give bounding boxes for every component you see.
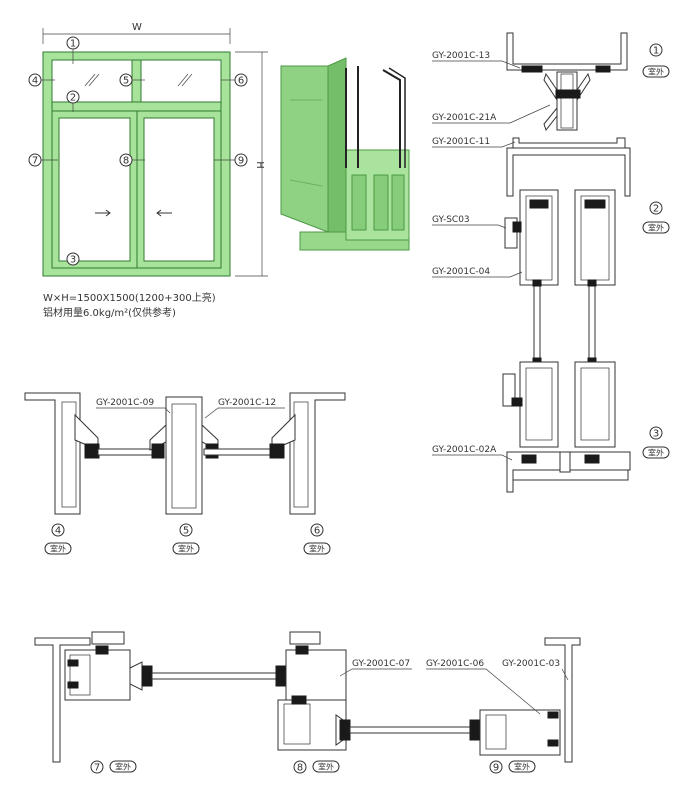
size-caption: W×H=1500X1500(1200+300上亮)	[43, 291, 216, 304]
svg-text:GY-2001C-21A: GY-2001C-21A	[432, 113, 497, 123]
elevation-marker-3: 3	[66, 252, 80, 266]
svg-text:GY-2001C-03: GY-2001C-03	[502, 659, 560, 669]
svg-text:1: 1	[653, 46, 659, 57]
svg-text:GY-2001C-13: GY-2001C-13	[432, 51, 490, 61]
elevation-marker-1: 1	[66, 36, 80, 64]
svg-text:GY-2001C-06: GY-2001C-06	[426, 659, 484, 669]
outdoor-stamp: 室外	[648, 223, 664, 233]
transom-marker-5: 5 室外	[172, 523, 200, 555]
svg-text:GY-2001C-02A: GY-2001C-02A	[432, 445, 497, 455]
svg-text:GY-SC03: GY-SC03	[432, 215, 470, 225]
svg-text:6: 6	[314, 526, 320, 537]
elevation-marker-4: 4	[28, 73, 55, 87]
svg-text:5: 5	[183, 526, 189, 537]
svg-text:GY-2001C-07: GY-2001C-07	[352, 659, 410, 669]
part-label-gy-2001c-21a: GY-2001C-21A	[432, 104, 551, 124]
svg-text:2: 2	[70, 93, 76, 104]
part-label-gy-2001c-04: GY-2001C-04	[432, 267, 523, 278]
part-label-gy-2001c-02a: GY-2001C-02A	[432, 445, 513, 461]
svg-text:GY-2001C-11: GY-2001C-11	[432, 137, 490, 147]
weight-caption: 铝材用量6.0kg/m²(仅供参考)	[43, 306, 176, 319]
part-label-gy-2001c-07: GY-2001C-07	[339, 659, 412, 677]
vertical-marker-1: 1 室外	[642, 43, 670, 78]
svg-text:3: 3	[70, 255, 76, 266]
svg-text:GY-2001C-09: GY-2001C-09	[96, 398, 154, 408]
elevation-marker-9: 9	[214, 153, 248, 167]
svg-text:8: 8	[123, 156, 129, 167]
part-label-gy-2001c-06: GY-2001C-06	[426, 659, 541, 715]
part-label-gy-2001c-09: GY-2001C-09	[96, 398, 171, 414]
outdoor-stamp: 室外	[309, 544, 325, 554]
svg-text:1: 1	[70, 39, 76, 50]
elevation-marker-7: 7	[28, 153, 58, 167]
sash-marker-9: 9 室外	[489, 760, 536, 774]
svg-text:3: 3	[653, 429, 659, 440]
outdoor-stamp: 室外	[50, 544, 66, 554]
svg-text:GY-2001C-12: GY-2001C-12	[218, 398, 276, 408]
outdoor-stamp: 室外	[178, 544, 194, 554]
svg-text:6: 6	[238, 76, 244, 87]
part-label-gy-2001c-03: GY-2001C-03	[502, 659, 569, 681]
sash-marker-8: 8 室外	[293, 760, 340, 774]
transom-marker-6: 6 室外	[303, 523, 331, 555]
sash-section: GY-2001C-07 GY-2001C-06 GY-2001C-03 7 室外…	[34, 631, 581, 774]
transom-section: GY-2001C-09 GY-2001C-12 4 室外 5 室外 6 室外	[24, 392, 346, 555]
outdoor-stamp: 室外	[648, 448, 664, 458]
outdoor-stamp: 室外	[115, 762, 131, 772]
part-label-gy-sc03: GY-SC03	[432, 215, 507, 229]
svg-text:9: 9	[493, 763, 499, 774]
part-label-gy-2001c-13: GY-2001C-13	[432, 51, 521, 69]
vertical-section: GY-2001C-13 GY-2001C-21A GY-2001C-11 GY-…	[432, 32, 670, 493]
vertical-marker-3: 3 室外	[642, 426, 670, 459]
part-label-gy-2001c-11: GY-2001C-11	[432, 137, 516, 148]
svg-text:GY-2001C-04: GY-2001C-04	[432, 267, 490, 277]
elevation-marker-2: 2	[66, 90, 80, 112]
elevation-marker-6: 6	[221, 73, 248, 87]
svg-text:8: 8	[297, 763, 303, 774]
svg-text:2: 2	[653, 204, 659, 215]
sash-marker-7: 7 室外	[90, 760, 137, 774]
height-label: H	[254, 161, 265, 169]
svg-text:7: 7	[94, 763, 100, 774]
svg-text:7: 7	[32, 156, 38, 167]
svg-text:4: 4	[32, 76, 38, 87]
svg-text:4: 4	[55, 526, 61, 537]
outdoor-stamp: 室外	[514, 762, 530, 772]
window-elevation: W H 1 2	[28, 22, 268, 319]
transom-bar	[51, 101, 222, 112]
elevation-marker-5: 5	[119, 73, 145, 87]
svg-text:5: 5	[123, 76, 129, 87]
outdoor-stamp: 室外	[318, 762, 334, 772]
outdoor-stamp: 室外	[648, 67, 664, 77]
svg-text:9: 9	[238, 156, 244, 167]
profile-3d-render	[280, 57, 410, 251]
vertical-marker-2: 2 室外	[642, 201, 670, 234]
elevation-marker-8: 8	[119, 153, 145, 167]
part-label-gy-2001c-12: GY-2001C-12	[204, 398, 285, 419]
width-label: W	[132, 22, 142, 33]
transom-marker-4: 4 室外	[44, 523, 72, 555]
